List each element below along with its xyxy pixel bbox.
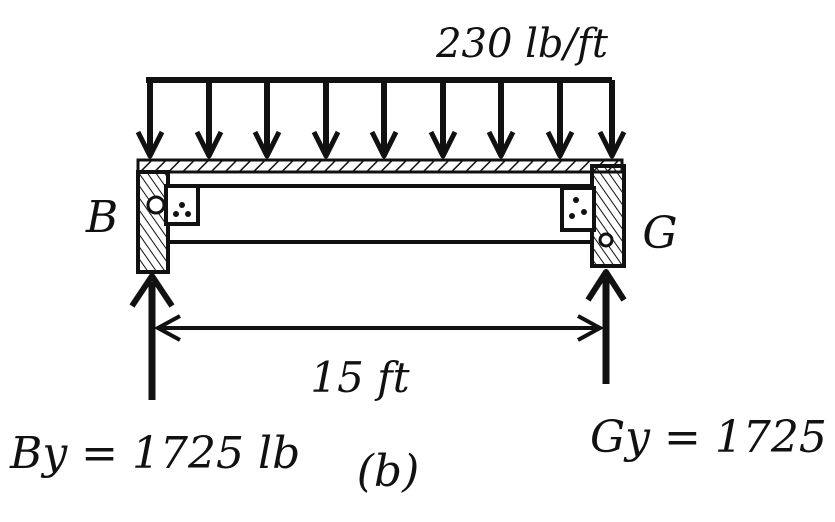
load-label: 230 lb/ft xyxy=(435,21,609,67)
reaction-arrow-right xyxy=(585,269,627,384)
load-arrow xyxy=(135,80,165,159)
load-arrow xyxy=(311,80,341,159)
load-arrow xyxy=(428,80,458,159)
right-reaction-label: Gy = 1725 lb xyxy=(590,412,835,463)
load-arrow xyxy=(545,80,575,159)
load-arrow xyxy=(486,80,516,159)
left-support-label: B xyxy=(85,192,118,243)
right-support-block xyxy=(560,164,626,268)
load-arrow xyxy=(252,80,282,159)
distributed-load-arrows xyxy=(135,80,627,159)
load-arrow xyxy=(194,80,224,159)
span-label: 15 ft xyxy=(310,353,409,402)
right-support-label: G xyxy=(642,208,677,259)
reaction-arrow-left xyxy=(129,273,175,400)
beam-hatched-strip xyxy=(136,158,624,174)
load-arrow xyxy=(369,80,399,159)
left-support-block xyxy=(136,170,200,274)
left-reaction-label: By = 1725 lb xyxy=(9,428,300,479)
load-arrow xyxy=(597,80,627,159)
figure-label: (b) xyxy=(357,446,420,497)
span-dimension xyxy=(153,314,605,342)
